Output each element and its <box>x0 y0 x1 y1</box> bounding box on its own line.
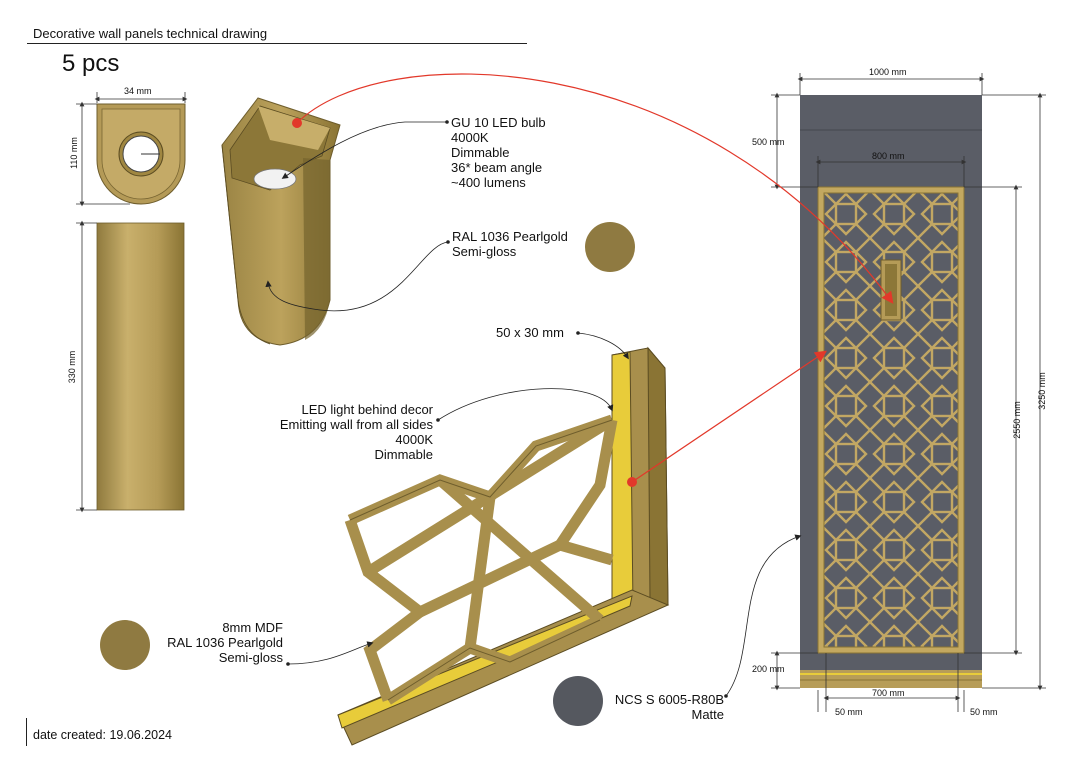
leader-lines <box>265 121 802 697</box>
dim-bottom-offset: 200 mm <box>752 664 785 674</box>
dim-panel-height: 2550 mm <box>1012 401 1022 439</box>
dim-top-offset: 500 mm <box>752 137 785 147</box>
pearlgold-swatch-decor <box>100 620 150 670</box>
decor-3d-piece <box>337 346 670 746</box>
lamp-3d-view <box>221 97 341 346</box>
wall-dimensions <box>771 73 1046 712</box>
drawing-title: Decorative wall panels technical drawing <box>33 26 268 41</box>
bulb-spec-note: GU 10 LED bulb 4000K Dimmable 36* beam a… <box>451 115 546 190</box>
lamp-top-dimensions <box>76 92 188 207</box>
callout-arrows-red <box>296 73 894 483</box>
dim-margin-left: 50 mm <box>835 707 863 717</box>
dim-total-width: 1000 mm <box>869 67 907 77</box>
footer-divider <box>26 718 27 746</box>
date-created: date created: 19.06.2024 <box>33 728 173 742</box>
profile-size-note: 50 x 30 mm <box>496 325 564 340</box>
dim-lamp-body-height: 330 mm <box>67 350 77 384</box>
led-note: LED light behind decor Emitting wall fro… <box>279 402 433 462</box>
lamp-finish-note: RAL 1036 Pearlgold Semi-gloss <box>452 229 568 259</box>
lamp-callout-dot <box>292 118 302 128</box>
dim-total-height: 3250 mm <box>1037 372 1047 410</box>
dim-margin-right: 50 mm <box>970 707 998 717</box>
dim-lamp-top-height: 110 mm <box>69 137 79 169</box>
lamp-top-view <box>96 103 186 205</box>
quantity-label: 5 pcs <box>62 50 120 77</box>
decor-callout-dot <box>627 477 637 487</box>
ncs-grey-swatch <box>553 676 603 726</box>
wall-color-note: NCS S 6005-R80B Matte <box>614 692 724 722</box>
lamp-front-view <box>96 222 185 511</box>
dim-lamp-width: 34 mm <box>124 86 152 96</box>
pearlgold-swatch-lamp <box>585 222 635 272</box>
mdf-material-note: 8mm MDF RAL 1036 Pearlgold Semi-gloss <box>167 620 283 665</box>
title-underline <box>27 43 527 44</box>
dim-panel-width: 800 mm <box>872 151 905 161</box>
lamp-front-dimensions <box>76 220 97 513</box>
dim-inner-width: 700 mm <box>872 688 905 698</box>
wall-elevation <box>800 95 982 688</box>
